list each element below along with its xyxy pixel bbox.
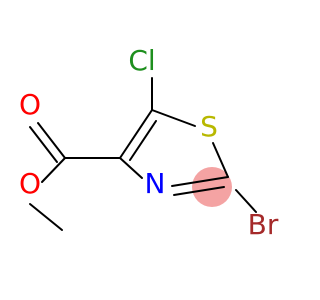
bond-ccarb-o-a — [37, 122, 66, 159]
atom-sulfur: S — [200, 110, 218, 143]
atom-bromine: Br — [248, 208, 279, 241]
molecule-structure: Cl S O O N Br — [0, 0, 300, 300]
bond-ccarb-oester — [41, 157, 66, 183]
bonds — [29, 77, 257, 231]
bond-c2-br — [235, 189, 257, 213]
bond-s-c2 — [212, 142, 229, 178]
atom-nitrogen: N — [145, 167, 166, 200]
atom-oxygen-ester: O — [19, 167, 41, 200]
bond-c4-c5-b — [129, 120, 157, 161]
bond-n-c4 — [119, 157, 143, 179]
bond-c4-c5-a — [119, 109, 153, 159]
canvas-background — [0, 0, 300, 300]
atom-labels: Cl S O O N Br — [19, 44, 279, 241]
atom-oxygen-carbonyl: O — [19, 88, 41, 121]
bond-c2-n-b — [173, 186, 225, 196]
bond-ccarb-o-b — [29, 126, 58, 163]
bond-oester-methyl — [29, 203, 63, 231]
bond-c2-n-a — [171, 176, 229, 187]
atom-chlorine: Cl — [128, 44, 155, 77]
bond-c5-s — [151, 109, 196, 127]
